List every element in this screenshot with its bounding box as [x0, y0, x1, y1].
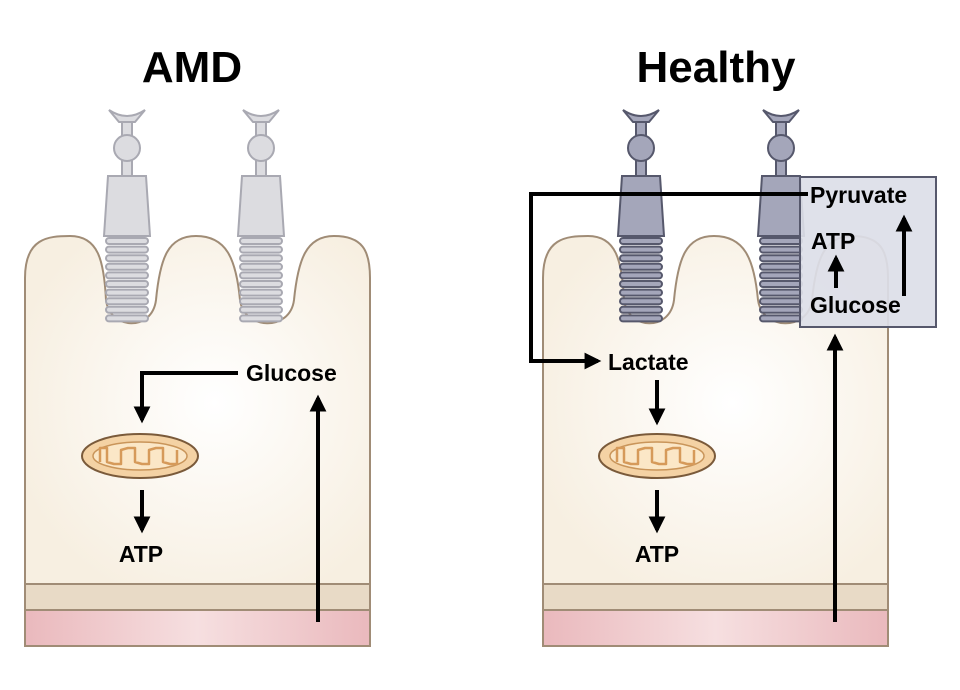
healthy-atp-label: ATP	[635, 541, 679, 567]
healthy-pyruvate-label: Pyruvate	[810, 182, 907, 208]
amd-photoreceptor-2-icon	[236, 109, 286, 323]
healthy-lactate-label: Lactate	[608, 349, 689, 375]
amd-glucose-label: Glucose	[246, 360, 337, 386]
healthy-arrow-pyruvate-to-lactate	[529, 192, 808, 370]
healthy-atp-inner-label: ATP	[811, 228, 855, 254]
healthy-photoreceptor-metabolism-box	[799, 176, 937, 328]
healthy-panel: Healthy Pyruvate ATP Glucose Lactate ATP	[529, 43, 937, 647]
amd-rpe-cell	[24, 234, 371, 585]
healthy-choroid-band	[542, 609, 889, 647]
amd-arrow-glucose-to-mitochondrion	[133, 371, 238, 424]
healthy-photoreceptor-2-icon	[756, 109, 806, 323]
healthy-glucose-label: Glucose	[810, 292, 901, 318]
healthy-title: Healthy	[637, 43, 796, 92]
healthy-mitochondrion-icon	[598, 433, 716, 479]
healthy-photoreceptor-1-icon	[616, 109, 666, 323]
amd-title: AMD	[142, 43, 242, 92]
amd-mitochondrion-icon	[81, 433, 199, 479]
amd-choroid-band	[24, 609, 371, 647]
amd-bruch-membrane	[24, 583, 371, 611]
amd-photoreceptor-1-icon	[102, 109, 152, 323]
amd-panel: AMD Glucose ATP	[24, 43, 371, 647]
amd-atp-label: ATP	[119, 541, 163, 567]
